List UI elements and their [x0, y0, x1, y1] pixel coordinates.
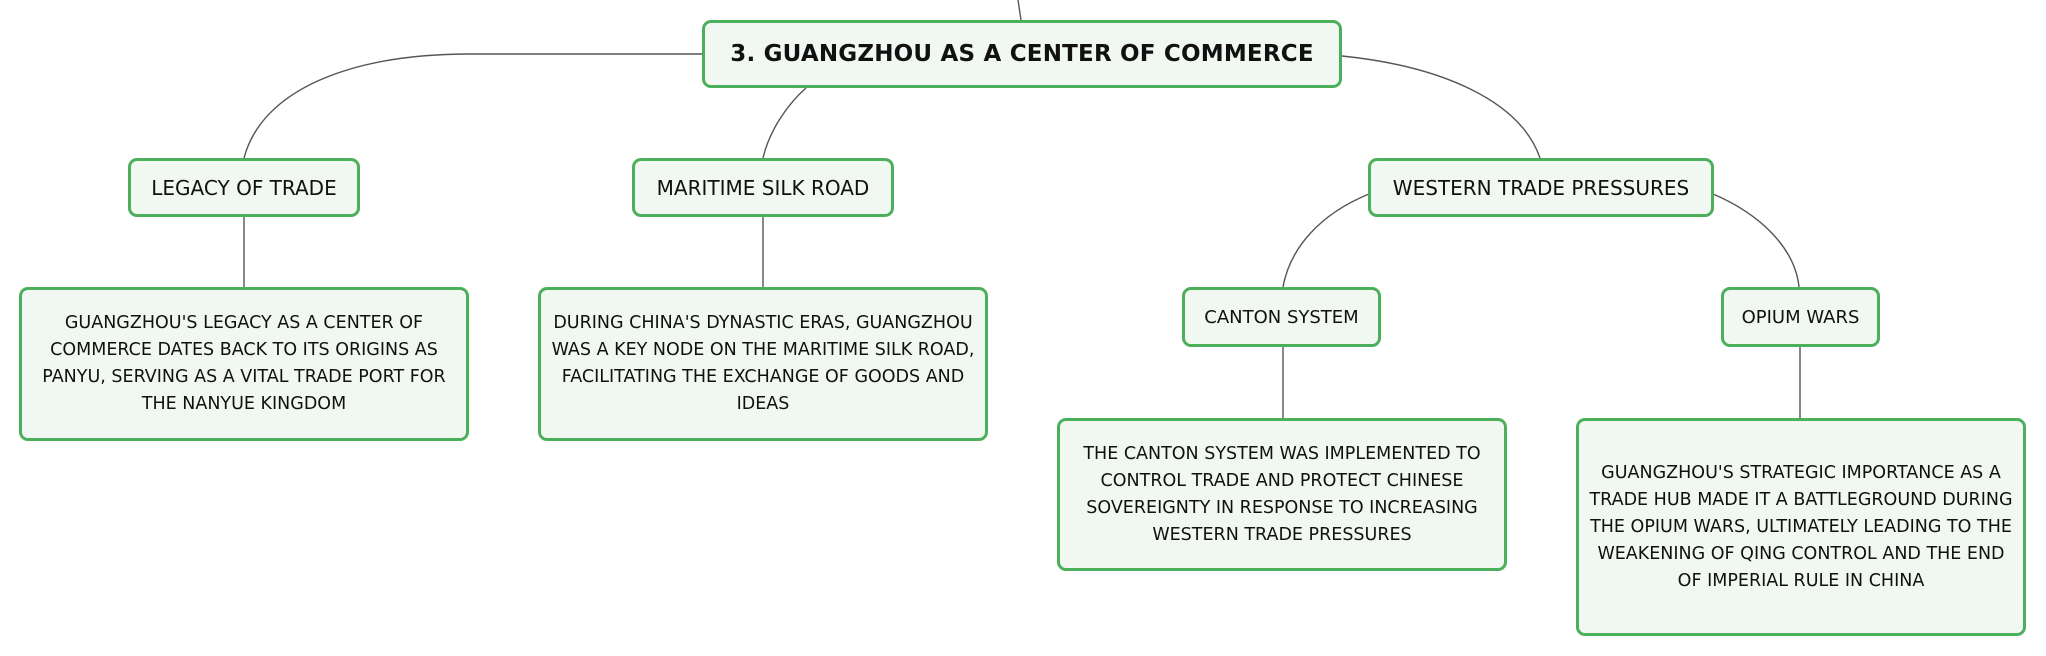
- subtopic-canton-system-label: CANTON SYSTEM: [1204, 306, 1359, 328]
- subtopic-canton-system[interactable]: CANTON SYSTEM: [1182, 287, 1381, 347]
- detail-opium-wars-text: GUANGZHOU'S STRATEGIC IMPORTANCE AS A TR…: [1589, 462, 2013, 591]
- connector-root-to-western: [1341, 55, 1541, 159]
- detail-canton-system-text: THE CANTON SYSTEM WAS IMPLEMENTED TO CON…: [1083, 443, 1481, 545]
- topic-legacy-of-trade-label: LEGACY OF TRADE: [151, 175, 337, 200]
- connector-root-to-legacy: [243, 53, 702, 159]
- root-topic-label: 3. GUANGZHOU AS A CENTER OF COMMERCE: [730, 41, 1314, 67]
- subtopic-opium-wars-label: OPIUM WARS: [1741, 306, 1860, 328]
- detail-maritime-silk-road[interactable]: DURING CHINA'S DYNASTIC ERAS, GUANGZHOU …: [538, 287, 988, 441]
- detail-canton-system[interactable]: THE CANTON SYSTEM WAS IMPLEMENTED TO CON…: [1057, 418, 1507, 571]
- connector-western-to-opium: [1712, 193, 1800, 288]
- subtopic-opium-wars[interactable]: OPIUM WARS: [1721, 287, 1880, 347]
- detail-maritime-silk-road-text: DURING CHINA'S DYNASTIC ERAS, GUANGZHOU …: [551, 313, 975, 414]
- topic-legacy-of-trade[interactable]: LEGACY OF TRADE: [128, 158, 360, 217]
- connector-parent-to-root: [1017, 0, 1022, 21]
- root-topic[interactable]: 3. GUANGZHOU AS A CENTER OF COMMERCE: [702, 20, 1342, 88]
- topic-western-trade-pressures-label: WESTERN TRADE PRESSURES: [1392, 175, 1690, 200]
- topic-western-trade-pressures[interactable]: WESTERN TRADE PRESSURES: [1368, 158, 1714, 217]
- detail-opium-wars[interactable]: GUANGZHOU'S STRATEGIC IMPORTANCE AS A TR…: [1576, 418, 2026, 636]
- detail-legacy-of-trade-text: GUANGZHOU'S LEGACY AS A CENTER OF COMMER…: [42, 313, 446, 414]
- topic-maritime-silk-road-label: MARITIME SILK ROAD: [656, 175, 870, 200]
- detail-legacy-of-trade[interactable]: GUANGZHOU'S LEGACY AS A CENTER OF COMMER…: [19, 287, 469, 441]
- connector-root-to-silk-road: [762, 87, 807, 159]
- topic-maritime-silk-road[interactable]: MARITIME SILK ROAD: [632, 158, 894, 217]
- connector-western-to-canton: [1282, 193, 1370, 288]
